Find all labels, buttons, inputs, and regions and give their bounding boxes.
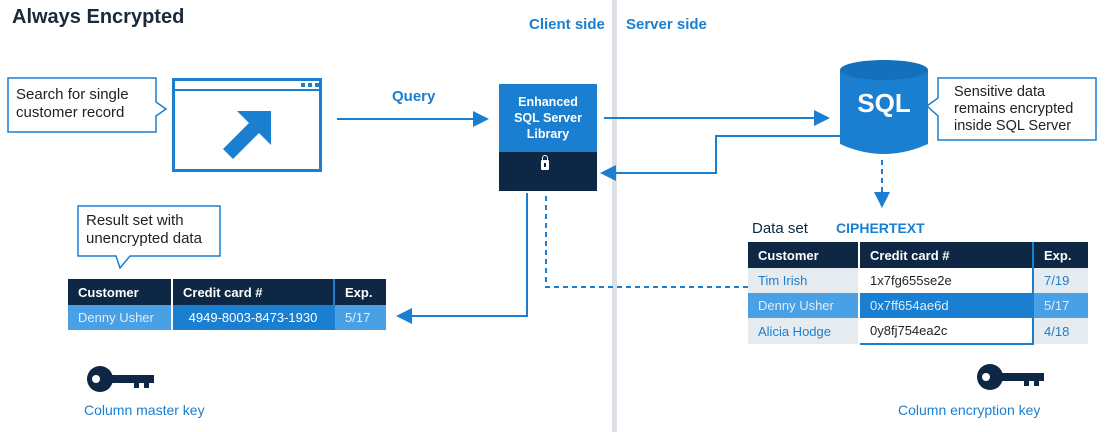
data-cell-exp: 7/19 [1033, 268, 1090, 293]
window-titlebar [175, 81, 319, 91]
data-cell-credit-card: 0x7ff654ae6d [858, 293, 1034, 318]
data-cell-credit-card: 1x7fg655se2e [858, 268, 1034, 293]
table-row: Tim Irish 1x7fg655se2e 7/19 [748, 268, 1090, 293]
result-callout-text: Result set with unencrypted data [86, 212, 202, 248]
sql-label: SQL [857, 88, 911, 118]
search-callout-bubble [7, 77, 168, 133]
library-line-3: Library [526, 127, 570, 141]
result-callout-line-1: Result set with [86, 212, 184, 229]
table-row: Alicia Hodge 0y8fj754ea2c 4/18 [748, 318, 1090, 345]
server-side-label: Server side [626, 16, 707, 33]
data-cell-customer: Tim Irish [748, 268, 860, 293]
sensitive-callout-line-3: inside SQL Server [954, 118, 1072, 134]
arrow-up-right-icon [223, 111, 271, 159]
result-header-exp: Exp. [334, 279, 388, 305]
window-dot-icon [301, 83, 305, 87]
data-set-table: Customer Credit card # Exp. Tim Irish 1x… [748, 242, 1090, 345]
data-cell-exp: 5/17 [1033, 293, 1090, 318]
app-window-icon [172, 78, 322, 172]
sql-database-icon [840, 60, 928, 154]
column-master-key-icon [87, 366, 154, 392]
diagram-title: Always Encrypted [12, 6, 185, 28]
result-set-table: Customer Credit card # Exp. Denny Usher … [68, 279, 388, 330]
data-set-label: Data set [752, 220, 808, 237]
table-row: Denny Usher 0x7ff654ae6d 5/17 [748, 293, 1090, 318]
search-callout-text: Search for single customer record [16, 86, 129, 122]
sensitive-callout-text: Sensitive data remains encrypted inside … [954, 84, 1073, 135]
result-header-credit-card: Credit card # [171, 279, 335, 305]
result-callout-line-2: unencrypted data [86, 230, 202, 247]
data-cell-exp: 4/18 [1033, 318, 1090, 344]
library-line-2: SQL Server [514, 111, 582, 125]
column-master-key-label: Column master key [84, 402, 205, 418]
result-callout-bubble [77, 205, 221, 270]
result-cell-credit-card: 4949-8003-8473-1930 [171, 305, 335, 330]
search-callout-line-2: customer record [16, 104, 125, 121]
lock-icon [541, 155, 549, 170]
data-cell-customer: Denny Usher [748, 293, 860, 318]
enhanced-sql-server-library: Enhanced SQL Server Library [499, 84, 597, 191]
result-header-customer: Customer [68, 279, 173, 305]
sensitive-callout-bubble [925, 77, 1097, 141]
sensitive-callout-line-1: Sensitive data [954, 84, 1046, 100]
data-cell-customer: Alicia Hodge [748, 318, 860, 344]
data-header-credit-card: Credit card # [858, 242, 1034, 268]
client-side-label: Client side [529, 16, 605, 33]
window-dot-icon [308, 83, 312, 87]
result-cell-customer: Denny Usher [68, 305, 173, 330]
column-encryption-key-label: Column encryption key [898, 402, 1041, 418]
ciphertext-label: CIPHERTEXT [836, 220, 925, 236]
client-server-divider [612, 0, 617, 432]
library-label: Enhanced SQL Server Library [499, 84, 597, 152]
data-cell-credit-card: 0y8fj754ea2c [858, 318, 1034, 345]
search-callout-line-1: Search for single [16, 86, 129, 103]
library-base [499, 152, 597, 191]
library-line-1: Enhanced [518, 95, 578, 109]
data-header-exp: Exp. [1033, 242, 1090, 268]
result-cell-exp: 5/17 [334, 305, 388, 330]
column-encryption-key-icon [977, 364, 1044, 390]
data-header-customer: Customer [748, 242, 860, 268]
query-label: Query [392, 88, 436, 105]
window-dot-icon [315, 83, 319, 87]
sensitive-callout-line-2: remains encrypted [954, 101, 1074, 117]
